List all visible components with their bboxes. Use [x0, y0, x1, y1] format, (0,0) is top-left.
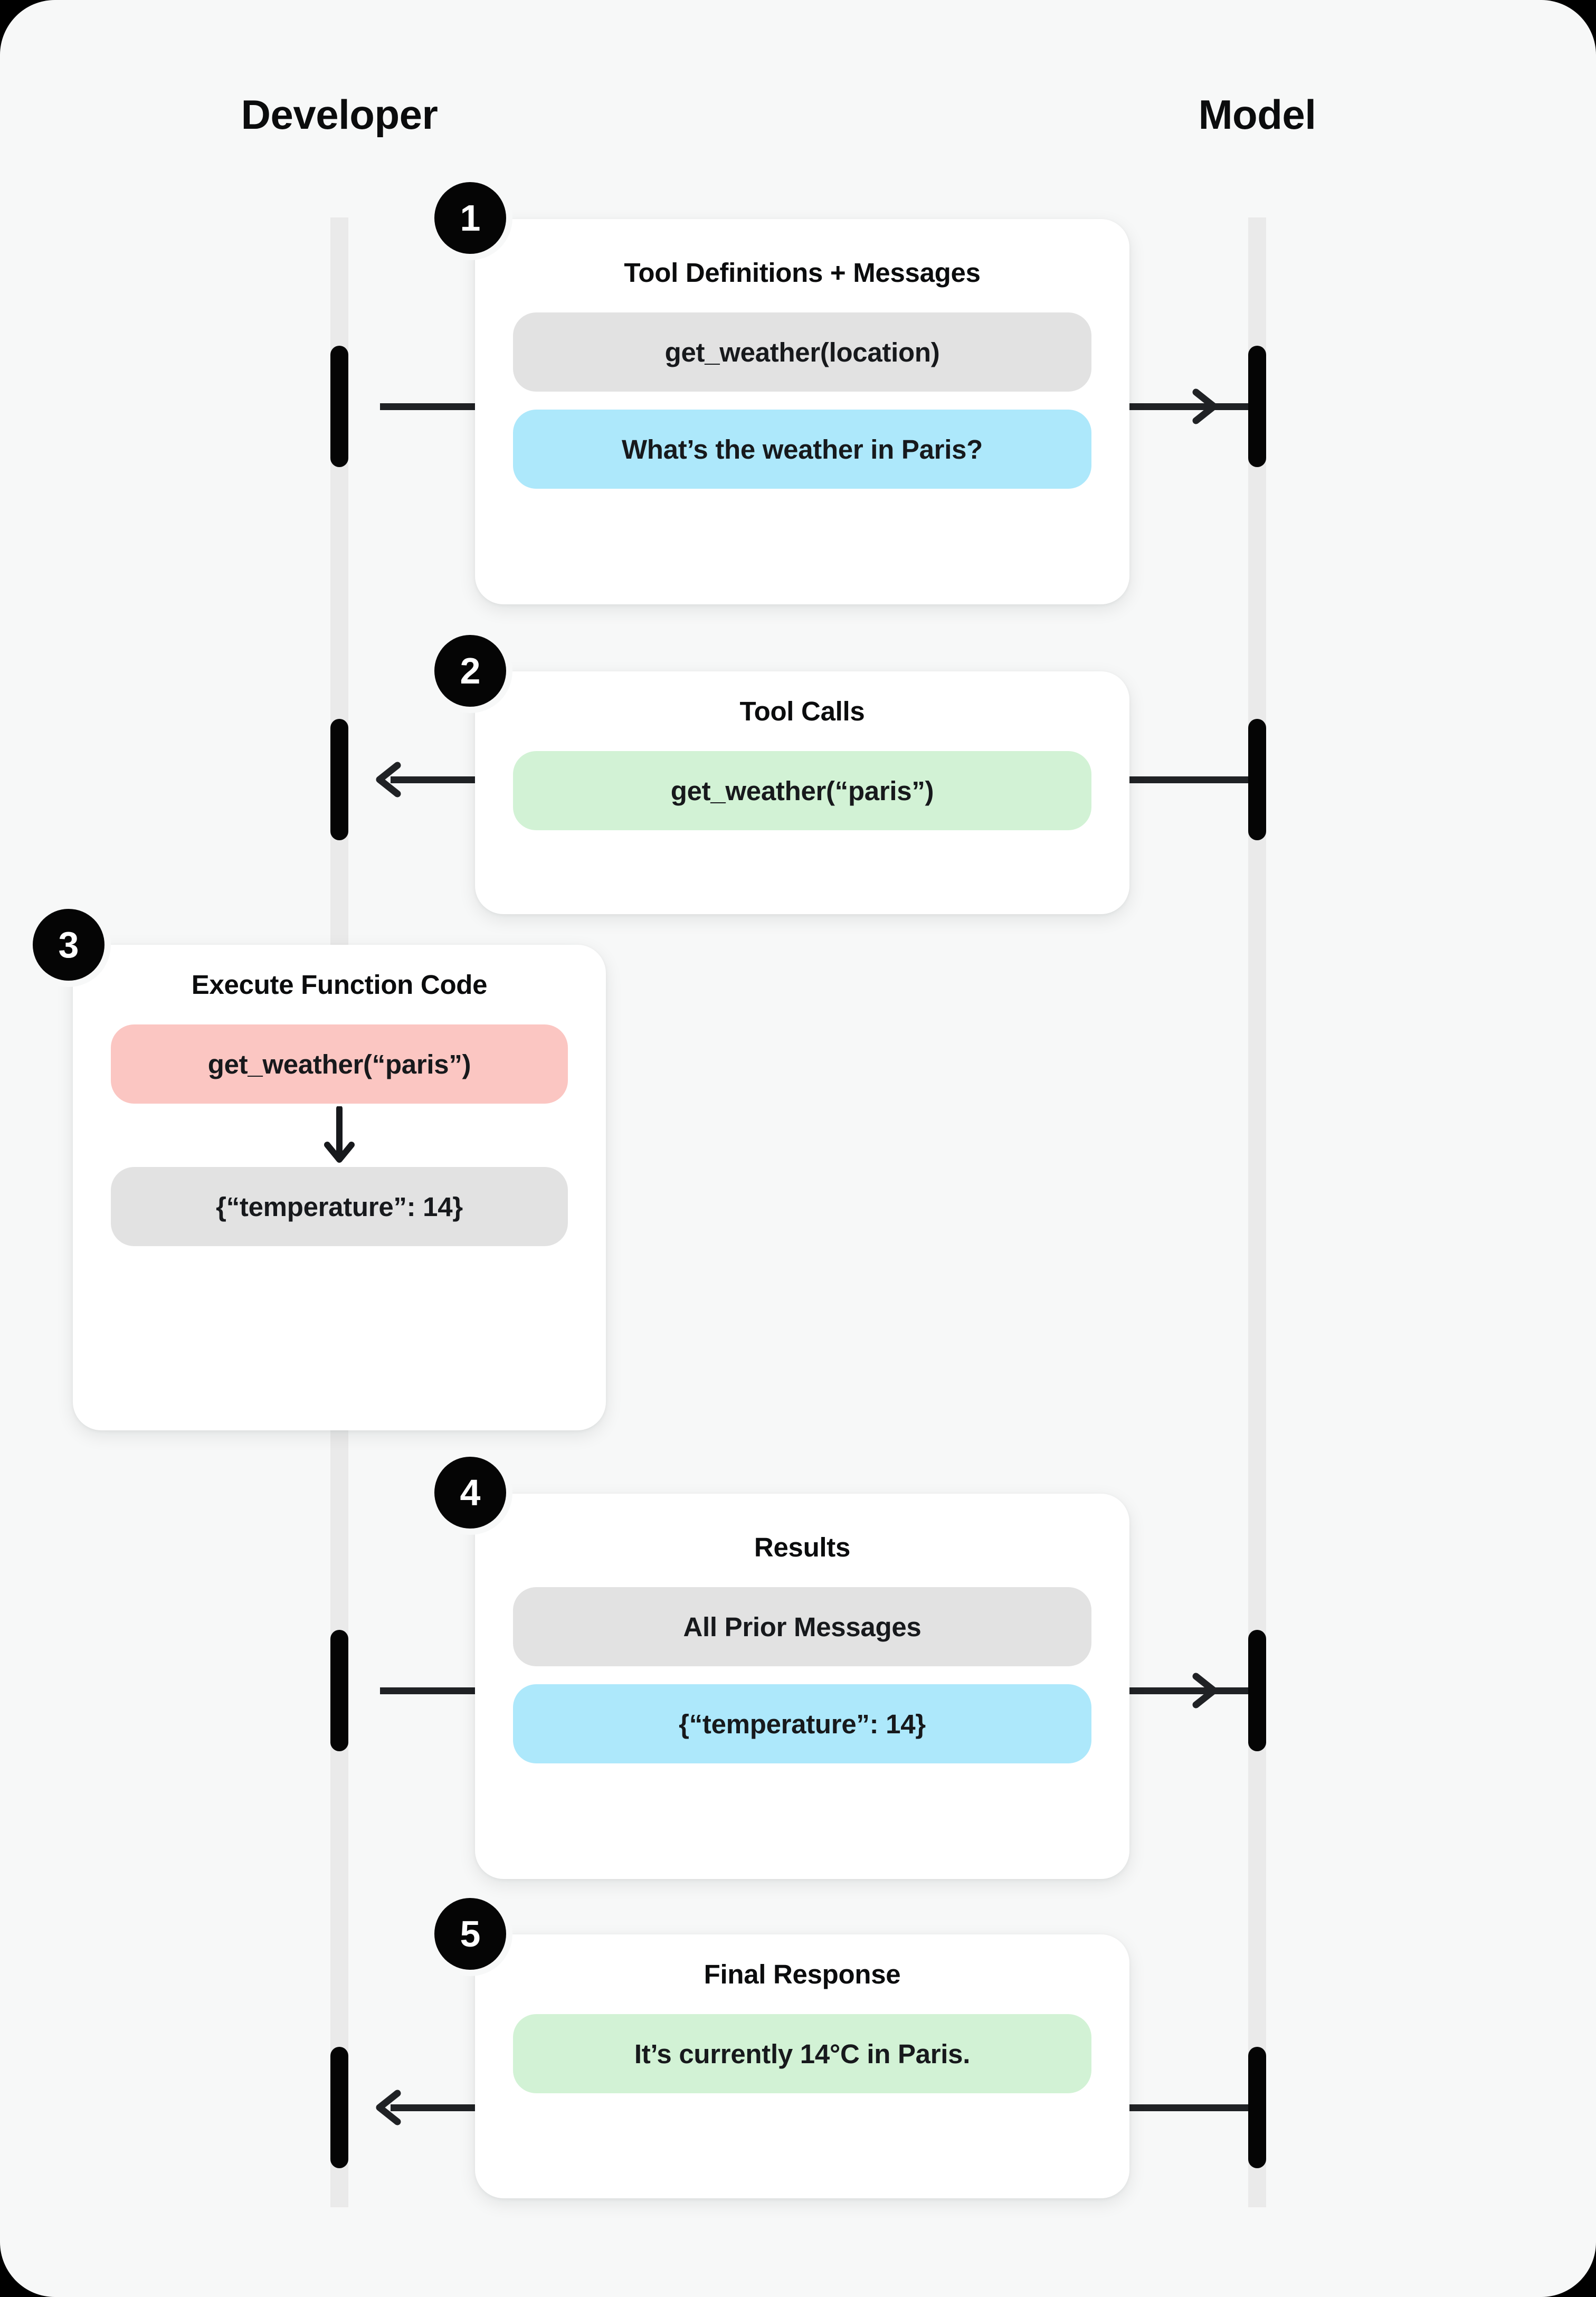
step-badge-4: 4	[434, 1457, 506, 1529]
arrow-down-icon-step3	[111, 1104, 568, 1167]
step-card-5[interactable]: Final Response It’s currently 14°C in Pa…	[475, 1934, 1129, 2198]
step-card-1[interactable]: Tool Definitions + Messages get_weather(…	[475, 219, 1129, 604]
lane-title-developer: Developer	[241, 91, 438, 138]
activation-developer-step4	[330, 1630, 348, 1751]
step-card-2-pill-1: get_weather(“paris”)	[513, 751, 1091, 830]
connector-line-step2-right	[1119, 776, 1251, 783]
activation-model-step2	[1248, 719, 1266, 840]
step-card-4-pill-2: {“temperature”: 14}	[513, 1684, 1091, 1763]
step-card-1-title: Tool Definitions + Messages	[624, 258, 981, 288]
arrow-right-icon-step1	[1189, 386, 1221, 427]
activation-developer-step5	[330, 2047, 348, 2168]
connector-line-step5-right	[1119, 2104, 1251, 2111]
activation-developer-step2	[330, 719, 348, 840]
connector-line-step4-right	[1119, 1687, 1251, 1694]
step-card-4[interactable]: Results All Prior Messages {“temperature…	[475, 1494, 1129, 1879]
step-card-2[interactable]: Tool Calls get_weather(“paris”)	[475, 671, 1129, 914]
step-card-4-pill-1: All Prior Messages	[513, 1587, 1091, 1666]
arrow-left-icon-step2	[372, 759, 405, 800]
step-card-5-pill-1: It’s currently 14°C in Paris.	[513, 2014, 1091, 2093]
step-card-2-title: Tool Calls	[739, 696, 865, 726]
activation-model-step5	[1248, 2047, 1266, 2168]
step-card-1-pill-2: What’s the weather in Paris?	[513, 410, 1091, 489]
step-badge-3: 3	[33, 909, 104, 981]
activation-model-step1	[1248, 346, 1266, 467]
lane-title-model: Model	[1198, 91, 1316, 138]
connector-line-step1-right	[1119, 403, 1251, 410]
step-badge-2: 2	[434, 635, 506, 707]
step-card-4-title: Results	[754, 1532, 851, 1562]
step-card-1-pill-1: get_weather(location)	[513, 312, 1091, 392]
step-badge-1: 1	[434, 182, 506, 254]
step-card-3-title: Execute Function Code	[191, 970, 488, 1000]
lifeline-model	[1248, 217, 1266, 2207]
step-card-5-title: Final Response	[704, 1959, 901, 1989]
step-badge-5: 5	[434, 1898, 506, 1970]
step-card-3-pill-2: {“temperature”: 14}	[111, 1167, 568, 1246]
step-card-3-pill-1: get_weather(“paris”)	[111, 1024, 568, 1104]
step-card-3[interactable]: Execute Function Code get_weather(“paris…	[73, 945, 606, 1430]
arrow-left-icon-step5	[372, 2087, 405, 2128]
arrow-right-icon-step4	[1189, 1670, 1221, 1711]
activation-model-step4	[1248, 1630, 1266, 1751]
activation-developer-step1	[330, 346, 348, 467]
